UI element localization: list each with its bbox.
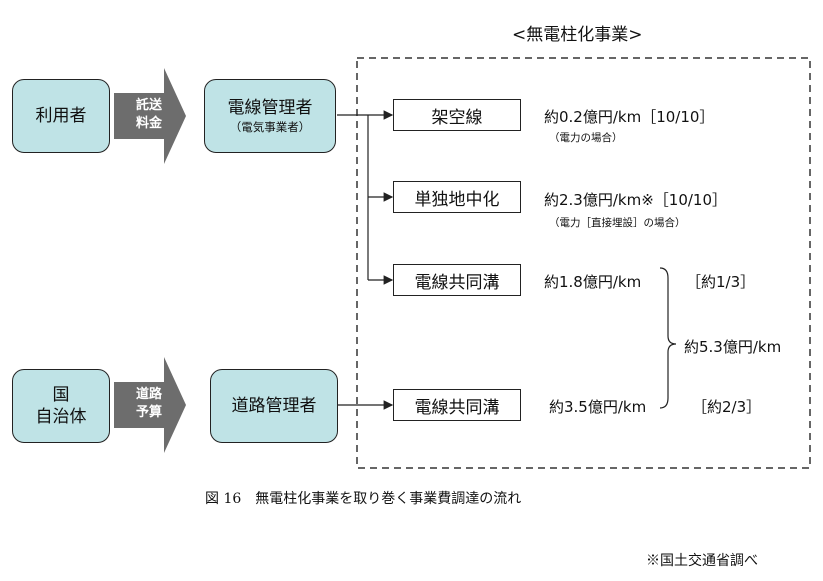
common-trench-road-share: ［約2/3］ [692, 398, 762, 416]
consignment-arrow: 託送 料金 [114, 68, 188, 164]
common-trench-road-box: 電線共同溝 [393, 389, 521, 421]
total-cost: 約5.3億円/km [684, 338, 782, 356]
overhead-label: 架空線 [431, 107, 483, 128]
power-manager-sub: （電気事業者） [229, 120, 311, 134]
common-trench-power-label: 電線共同溝 [414, 272, 500, 293]
common-trench-power-share: ［約1/3］ [686, 273, 756, 291]
source-note: ※国土交通省調べ [646, 553, 758, 569]
consignment-label-2: 料金 [135, 116, 162, 131]
figure-caption: 図 16 無電柱化事業を取り巻く事業費調達の流れ [205, 491, 522, 507]
overhead-cost: 約0.2億円/km［10/10］ [544, 108, 715, 126]
common-trench-road-cost: 約3.5億円/km [549, 398, 647, 416]
national-node: 国 自治体 [12, 369, 110, 443]
common-trench-power-cost: 約1.8億円/km [544, 273, 642, 291]
power-manager-node: 電線管理者 （電気事業者） [204, 79, 336, 153]
common-trench-road-label: 電線共同溝 [414, 397, 500, 418]
national-line2: 自治体 [35, 407, 87, 427]
users-node: 利用者 [12, 79, 110, 153]
common-trench-power-box: 電線共同溝 [393, 264, 521, 296]
project-title: <無電柱化事業> [512, 25, 643, 45]
total-bracket [659, 267, 677, 409]
single-underground-box: 単独地中化 [393, 181, 521, 213]
road-budget-arrow: 道路 予算 [114, 357, 188, 453]
road-manager-node: 道路管理者 [210, 369, 338, 443]
users-label: 利用者 [35, 106, 87, 126]
road-budget-label-2: 予算 [135, 405, 162, 420]
single-underground-note: （電力［直接埋設］の場合） [549, 217, 686, 229]
consignment-label-1: 託送 [135, 98, 162, 113]
overhead-note: （電力の場合） [549, 132, 623, 144]
overhead-box: 架空線 [393, 99, 521, 131]
national-line1: 国 [52, 385, 70, 405]
single-underground-label: 単独地中化 [414, 189, 500, 210]
single-underground-cost: 約2.3億円/km※［10/10］ [544, 191, 728, 209]
road-manager-label: 道路管理者 [231, 396, 317, 416]
road-budget-label-1: 道路 [135, 387, 162, 402]
power-manager-label: 電線管理者 [227, 98, 313, 118]
